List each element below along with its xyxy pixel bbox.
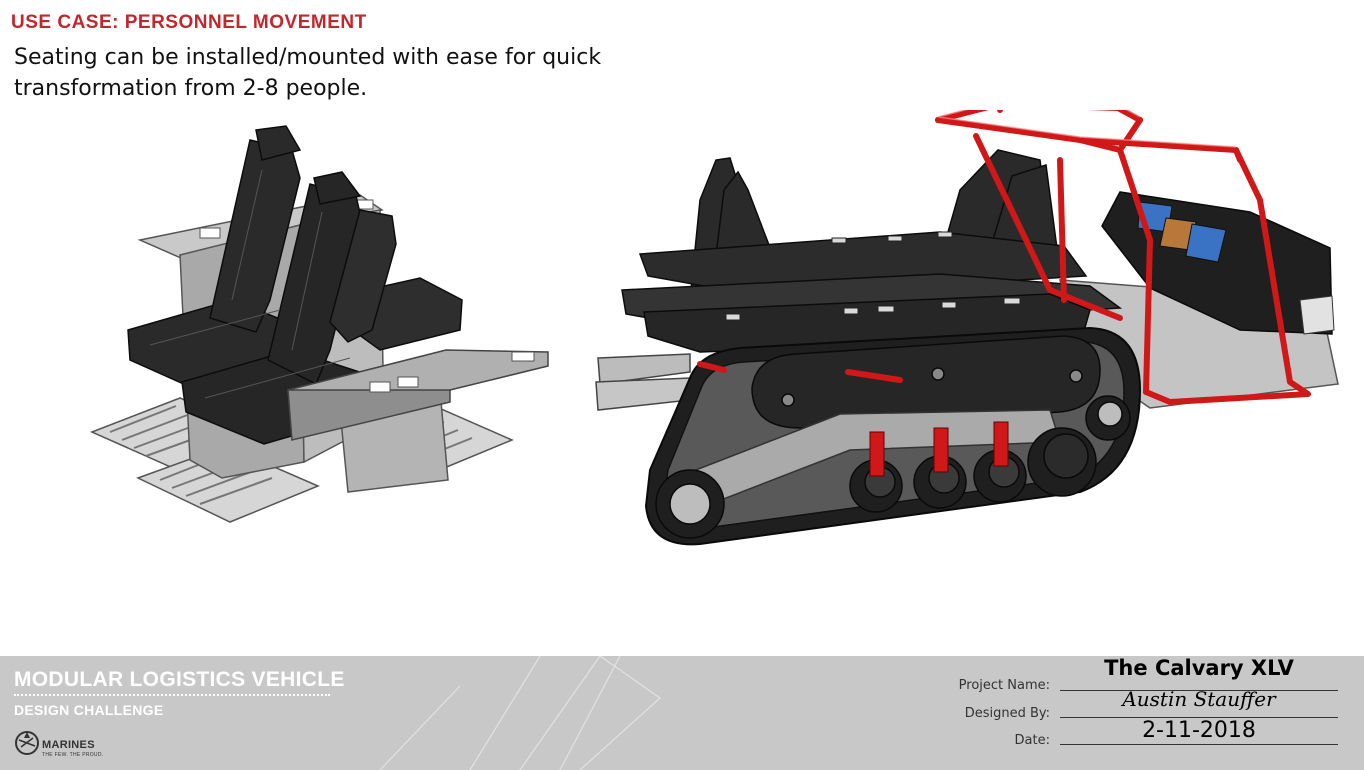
date-line: [1060, 744, 1338, 745]
seat-module-render: [90, 125, 549, 523]
description-line-2: transformation from 2-8 people.: [14, 76, 368, 101]
render-illustrations: [90, 110, 1339, 546]
description: Seating can be installed/mounted with ea…: [14, 42, 614, 104]
date-label: Date:: [1014, 733, 1050, 748]
description-line-1: Seating can be installed/mounted with ea…: [14, 45, 602, 70]
brand-title: MODULAR LOGISTICS VEHICLE: [14, 668, 345, 691]
use-case-title: USE CASE: PERSONNEL MOVEMENT: [11, 12, 367, 33]
designed-by-value: Austin Stauffer: [1122, 687, 1276, 711]
brand-divider: [14, 694, 330, 696]
project-name-value: The Calvary XLV: [1104, 656, 1294, 680]
marines-tagline: THE FEW. THE PROUD.: [42, 752, 104, 758]
project-name-line: [1060, 690, 1338, 691]
designed-by-label: Designed By:: [964, 706, 1050, 721]
tracked-vehicle-render: [595, 110, 1339, 546]
brand-subtitle: DESIGN CHALLENGE: [14, 702, 164, 718]
footer-bar: MODULAR LOGISTICS VEHICLE DESIGN CHALLEN…: [0, 656, 1364, 770]
date-value: 2-11-2018: [1142, 718, 1256, 743]
usmc-emblem-icon: [15, 731, 39, 755]
project-name-label: Project Name:: [958, 678, 1050, 693]
designed-by-line: [1060, 717, 1338, 718]
marines-logo-text: MARINES: [42, 739, 95, 751]
footer-decoration: [379, 656, 661, 770]
